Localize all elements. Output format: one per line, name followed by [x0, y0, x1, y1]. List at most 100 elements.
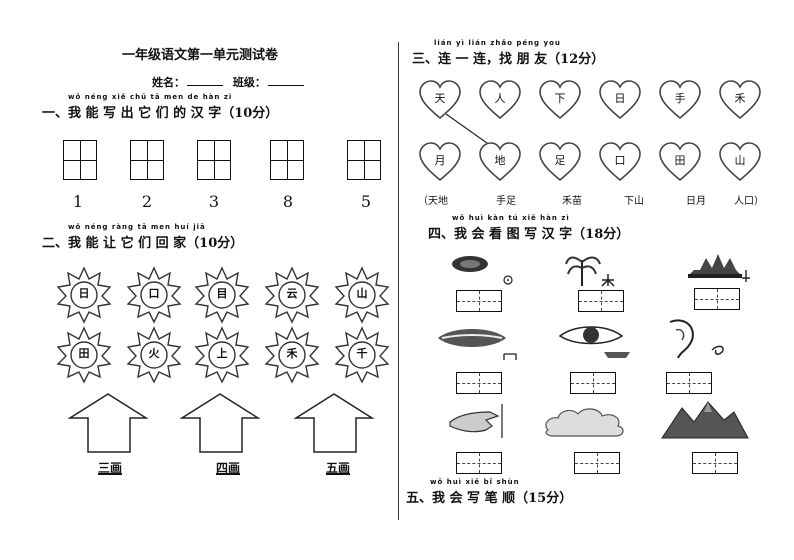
sun-card[interactable]: 千	[334, 326, 390, 383]
heart-char: 人	[494, 92, 506, 105]
writing-grid[interactable]	[197, 140, 231, 180]
sun-char: 田	[78, 347, 90, 360]
heart-card[interactable]: 人	[478, 80, 522, 120]
heart-char: 地	[494, 154, 506, 167]
word-item: 人口）	[734, 196, 764, 207]
section5-pinyin: wǒ huì xiě bǐ shùn	[430, 478, 520, 486]
eye-icon	[556, 320, 636, 360]
answer-box[interactable]	[694, 288, 740, 310]
heart-char: 口	[614, 154, 626, 167]
word-item: 日月	[686, 196, 706, 207]
heart-card[interactable]: 月	[418, 142, 462, 182]
word-item: 下山	[624, 196, 644, 207]
section5-heading: wǒ huì xiě bǐ shùn 五、我 会 写 笔 顺（15分）	[406, 478, 573, 506]
cloud-icon	[540, 404, 624, 444]
answer-box[interactable]	[578, 290, 624, 312]
word-item: 禾苗	[562, 196, 582, 207]
writing-grid[interactable]	[130, 140, 164, 180]
dictation-number: 5	[360, 192, 372, 211]
heart-card[interactable]: 田	[658, 142, 702, 182]
student-info: 姓名： 班级：	[152, 74, 310, 90]
house-target[interactable]	[292, 392, 376, 454]
sun-card[interactable]: 云	[264, 266, 320, 323]
sun-icon	[438, 248, 518, 288]
class-blank[interactable]	[267, 76, 304, 86]
writing-grid[interactable]	[270, 140, 304, 180]
heart-card[interactable]: 天	[418, 80, 462, 120]
house-target[interactable]	[66, 392, 150, 454]
heart-card[interactable]: 下	[538, 80, 582, 120]
section3-pinyin: lián yì lián zhǎo péng you	[434, 39, 561, 47]
heart-card[interactable]: 地	[478, 142, 522, 182]
tree-icon	[562, 248, 642, 288]
section2-label: 二、我 能 让 它 们 回 家（10分）	[42, 236, 244, 251]
sun-card[interactable]: 山	[334, 266, 390, 323]
section1-heading: wǒ néng xiě chū tā men de hàn zì 一、我 能 写…	[42, 93, 279, 121]
writing-grid[interactable]	[63, 140, 97, 180]
name-blank[interactable]	[187, 76, 223, 86]
class-label: 班级：	[232, 76, 266, 89]
writing-grid[interactable]	[347, 140, 381, 180]
section1-pinyin: wǒ néng xiě chū tā men de hàn zì	[68, 93, 233, 101]
word-item: （天地	[418, 196, 448, 207]
answer-box[interactable]	[692, 452, 738, 474]
heart-card[interactable]: 口	[598, 142, 642, 182]
section4-heading: wǒ huì kàn tú xiě hàn zì 四、我 会 看 图 写 汉 字…	[428, 214, 630, 242]
house-target[interactable]	[178, 392, 262, 454]
section4-pinyin: wǒ huì kàn tú xiě hàn zì	[452, 214, 570, 222]
heart-card[interactable]: 足	[538, 142, 582, 182]
word-item: 手足	[496, 196, 516, 207]
sun-char: 山	[356, 287, 368, 300]
sun-char: 禾	[286, 347, 298, 360]
sun-char: 口	[148, 287, 160, 300]
dictation-number: 1	[72, 192, 84, 211]
dictation-number: 8	[282, 192, 294, 211]
heart-char: 足	[554, 154, 566, 167]
heart-char: 山	[734, 154, 746, 167]
answer-box[interactable]	[570, 372, 616, 394]
sun-card[interactable]: 口	[126, 266, 182, 323]
heart-card[interactable]: 山	[718, 142, 762, 182]
heart-char: 田	[674, 154, 686, 167]
sun-char: 目	[216, 287, 228, 300]
section1-label: 一、我 能 写 出 它 们 的 汉 字（10分）	[42, 106, 279, 121]
column-divider	[398, 42, 399, 520]
heart-char: 月	[434, 154, 446, 167]
sun-char: 上	[216, 347, 228, 360]
heart-char: 日	[614, 92, 626, 105]
sun-card[interactable]: 田	[56, 326, 112, 383]
section3-label: 三、连 一 连，找 朋 友（12分）	[412, 52, 605, 67]
fire-icon	[684, 248, 764, 288]
dictation-number: 3	[208, 192, 220, 211]
answer-box[interactable]	[456, 452, 502, 474]
page-title: 一年级语文第一单元测试卷	[121, 48, 278, 63]
heart-card[interactable]: 禾	[718, 80, 762, 120]
house-label: 五画	[325, 461, 350, 475]
mountain-icon	[660, 398, 749, 439]
sun-card[interactable]: 上	[194, 326, 250, 383]
section2-heading: wǒ néng ràng tā men huí jiā 二、我 能 让 它 们 …	[42, 223, 244, 251]
heart-card[interactable]: 手	[658, 80, 702, 120]
name-label: 姓名：	[152, 76, 185, 89]
answer-box[interactable]	[456, 290, 502, 312]
sun-card[interactable]: 目	[194, 266, 250, 323]
answer-box[interactable]	[666, 372, 712, 394]
section5-label: 五、我 会 写 笔 顺（15分）	[406, 491, 573, 506]
sun-card[interactable]: 禾	[264, 326, 320, 383]
ear-icon	[660, 316, 740, 359]
connection-line	[445, 113, 495, 149]
sun-char: 火	[148, 347, 160, 360]
sun-char: 云	[286, 287, 298, 300]
mouth-icon	[432, 320, 517, 360]
sun-card[interactable]: 火	[126, 326, 182, 383]
section4-label: 四、我 会 看 图 写 汉 字（18分）	[428, 227, 630, 242]
answer-box[interactable]	[574, 452, 620, 474]
heart-card[interactable]: 日	[598, 80, 642, 120]
dictation-number: 2	[141, 192, 153, 211]
section2-pinyin: wǒ néng ràng tā men huí jiā	[68, 223, 206, 231]
answer-box[interactable]	[456, 372, 502, 394]
heart-char: 下	[554, 92, 566, 105]
section3-heading: lián yì lián zhǎo péng you 三、连 一 连，找 朋 友…	[412, 39, 605, 67]
heart-char: 手	[674, 92, 686, 105]
sun-card[interactable]: 日	[56, 266, 112, 323]
